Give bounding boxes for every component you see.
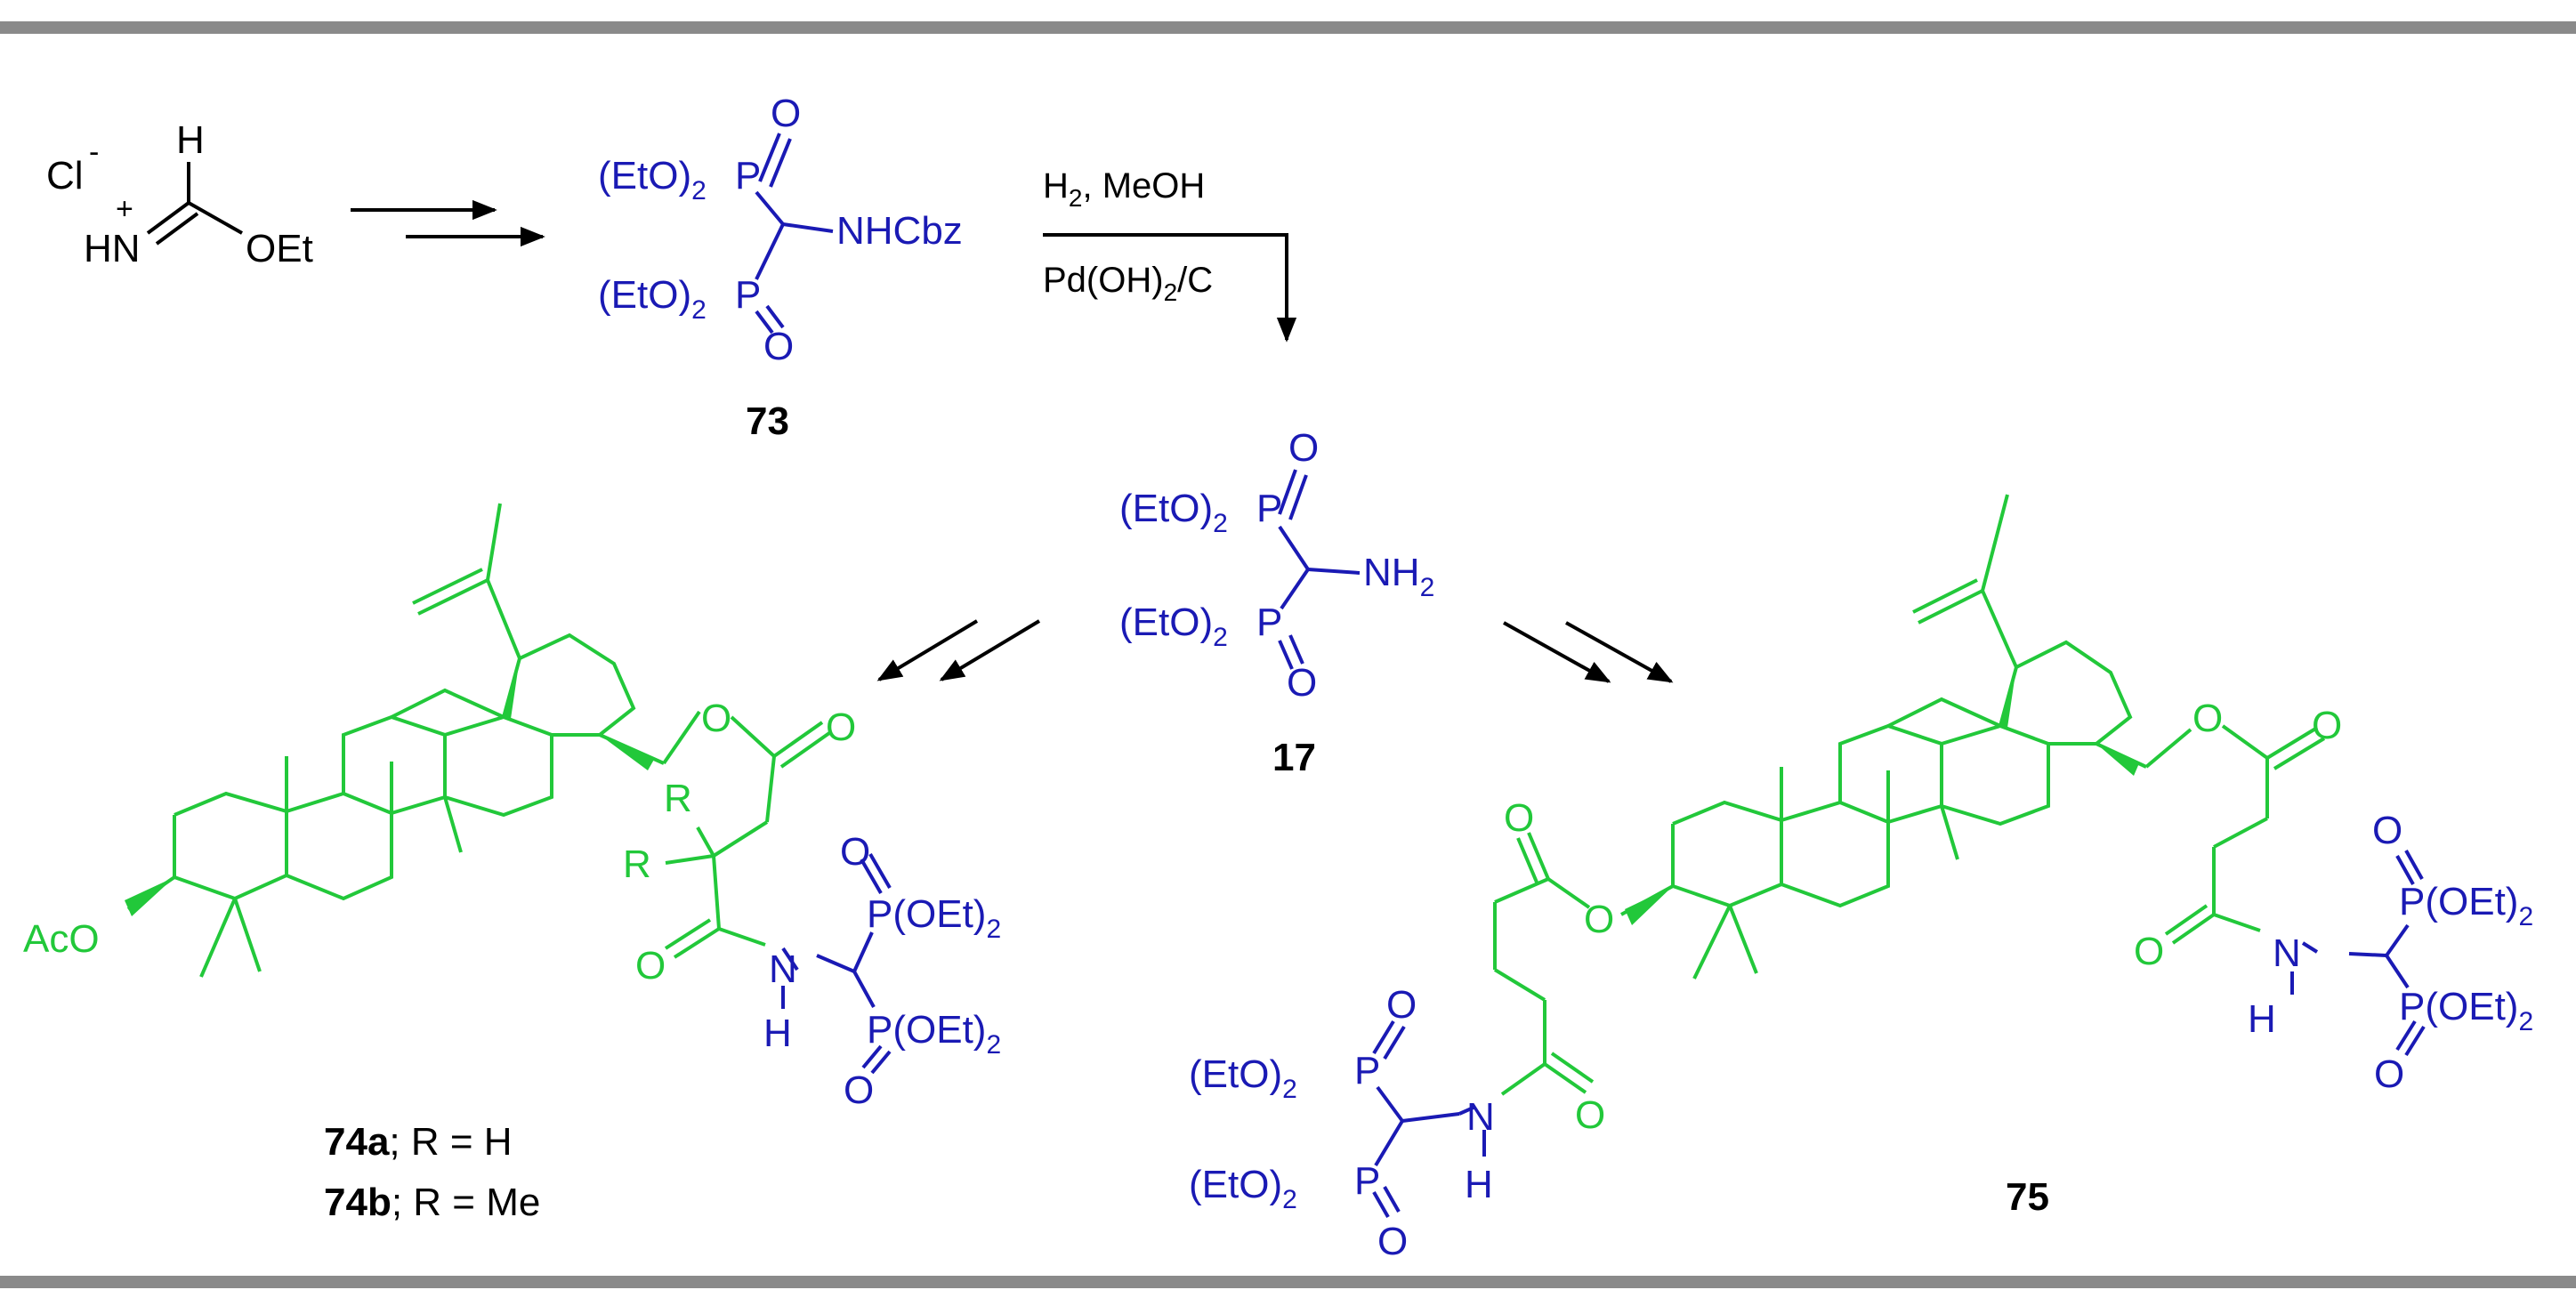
two-step-arrow-left (876, 619, 1041, 681)
c75-o-top-left: O (1386, 983, 1417, 1027)
hydrogenation-step: H2, MeOH Pd(OH)2/C (1043, 166, 1297, 343)
c17-label: 17 (1272, 736, 1316, 779)
c17-o-top: O (1288, 426, 1319, 470)
c75-phosphonate-bonds (1372, 850, 2426, 1218)
hn-label: HN (84, 227, 141, 270)
c75-label: 75 (2006, 1175, 2049, 1219)
c74-wedge-ch2 (600, 735, 655, 770)
compound-17: (EtO)2 P O NH2 (EtO)2 P O 17 (1119, 426, 1434, 779)
c74-r-top: R (664, 777, 692, 820)
c74-h: H (763, 1012, 792, 1055)
cond-h2-meoh: H2, MeOH (1043, 166, 1205, 212)
c74-r-left: R (623, 842, 651, 886)
c73-p-bottom: P (735, 273, 761, 317)
c73-eto-top: (EtO)2 (598, 154, 707, 206)
c74-p-top: P(OEt)2 (867, 892, 1001, 944)
c75-o-bottom-right: O (2374, 1052, 2404, 1096)
c17-nh2: NH2 (1363, 551, 1434, 602)
compound-75: O O O O O O N H P(OEt)2 O P(OEt)2 O N H … (1189, 494, 2533, 1263)
c17-p-bottom: P (1256, 601, 1282, 644)
c74-skeleton (126, 503, 831, 978)
oet-label: OEt (246, 227, 313, 270)
c75-p-top-left: P (1354, 1049, 1380, 1092)
c75-p-bottom-left: P (1354, 1159, 1380, 1203)
c74-p-bottom: P(OEt)2 (867, 1008, 1001, 1060)
c17-eto-top: (EtO)2 (1119, 487, 1228, 538)
c75-h-left: H (1465, 1163, 1493, 1206)
c74-ester-o: O (701, 697, 731, 740)
c73-label: 73 (746, 399, 789, 443)
c75-p-top-right: P(OEt)2 (2399, 880, 2533, 931)
c75-amide-o-right: O (2134, 930, 2164, 973)
c74-amide-o: O (635, 944, 666, 988)
c75-eto-bottom-left: (EtO)2 (1189, 1163, 1297, 1214)
c75-ester-o-right: O (2192, 697, 2223, 740)
c73-bonds (755, 133, 834, 335)
c75-wedge-o3 (1625, 886, 1673, 925)
c73-o-bottom: O (763, 325, 794, 368)
two-step-arrow-1 (351, 199, 545, 247)
c17-p-top: P (1256, 487, 1282, 530)
c75-carbonyl-o-right: O (2312, 704, 2342, 747)
c75-wedge-ch2 (2096, 744, 2139, 776)
two-step-arrow-right (1503, 621, 1674, 683)
c17-bonds (1278, 469, 1361, 670)
c17-eto-bottom: (EtO)2 (1119, 601, 1228, 652)
c74-o-top: O (840, 830, 870, 874)
c74-wedge-propenyl (504, 658, 520, 719)
c73-eto-bottom: (EtO)2 (598, 273, 707, 325)
c75-o-bottom-left: O (1377, 1220, 1408, 1263)
c75-h-right: H (2248, 997, 2276, 1041)
c73-nhcbz: NHCbz (836, 209, 963, 253)
hydrogen-label: H (176, 118, 205, 162)
chloride-label: Cl (46, 154, 84, 198)
c73-p-top: P (735, 154, 761, 198)
c74a-caption: 74a; R = H (324, 1120, 513, 1164)
compound-73: (EtO)2 P O NHCbz (EtO)2 P O 73 (598, 92, 963, 443)
c75-n-left: N (1466, 1095, 1495, 1139)
imidate-salt: Cl - + H HN OEt (46, 118, 313, 270)
c74-carbonyl-o: O (826, 705, 856, 749)
plus-charge: + (116, 192, 133, 226)
imidate-bonds (146, 162, 243, 246)
minus-charge: - (89, 135, 99, 169)
c75-carbonyl-o-left: O (1504, 796, 1534, 840)
compound-74: AcO O O R R O N H P(OEt)2 O P(OEt)2 O 74… (23, 503, 1001, 1224)
c75-n-right: N (2273, 931, 2301, 975)
c74-n: N (769, 947, 797, 991)
c75-ester-o-left: O (1584, 898, 1614, 941)
top-rule (0, 21, 2576, 34)
c75-o-top-right: O (2372, 809, 2402, 852)
c74-wedge-oac (125, 877, 174, 916)
c75-amide-o-left: O (1575, 1093, 1605, 1137)
bottom-rule (0, 1276, 2576, 1288)
c75-eto-top-left: (EtO)2 (1189, 1052, 1297, 1104)
c74-phosphonate-bonds (781, 852, 892, 1075)
hydrogenation-arrow (1043, 233, 1297, 343)
c74b-caption: 74b; R = Me (324, 1181, 540, 1224)
c75-skeleton (1493, 494, 2326, 1096)
cond-catalyst: Pd(OH)2/C (1043, 261, 1213, 306)
c73-o-top: O (771, 92, 801, 135)
c74-o-bottom: O (844, 1068, 874, 1112)
c74-aco: AcO (23, 917, 100, 961)
c75-wedge-propenyl (2000, 667, 2016, 728)
c75-p-bottom-right: P(OEt)2 (2399, 985, 2533, 1036)
